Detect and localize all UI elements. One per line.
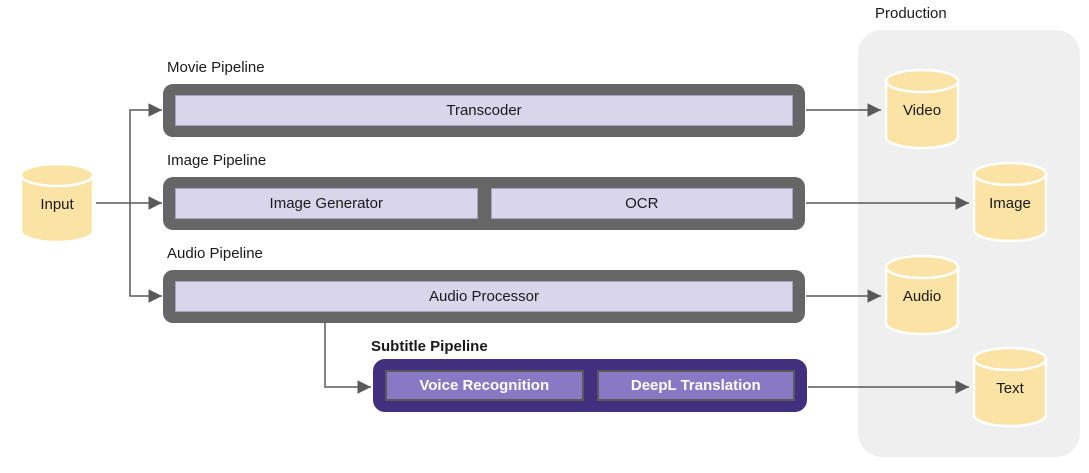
subtitle-pipeline-label: Subtitle Pipeline [371,338,488,355]
audio-label: Audio [902,288,942,305]
audio-pipeline-container: Audio Processor [163,270,805,323]
image-pipeline-container: Image Generator OCR [163,177,805,230]
movie-pipeline-container: Transcoder [163,84,805,137]
subtitle-pipeline-container: Voice Recognition DeepL Translation [373,359,807,412]
movie-pipeline-label: Movie Pipeline [167,59,265,76]
input-label: Input [40,196,74,213]
audio-datastore: Audio [883,254,961,336]
stage-ocr: OCR [490,188,793,219]
video-datastore: Video [883,68,961,150]
cylinder-icon [884,254,960,336]
video-label: Video [902,102,942,119]
stage-voice-recognition: Voice Recognition [385,370,584,401]
text-label: Text [996,380,1024,397]
arrow-input-to-movie-pipeline [129,103,162,203]
stage-audio-processor: Audio Processor [175,281,793,312]
cylinder-icon [884,68,960,150]
image-label: Image [989,195,1031,212]
image-datastore: Image [971,161,1049,243]
arrow-audio-to-subtitle [324,323,371,394]
production-label: Production [875,5,947,22]
stage-transcoder: Transcoder [175,95,793,126]
stage-deepl-translation: DeepL Translation [596,370,795,401]
cylinder-icon [19,162,95,244]
stage-image-generator: Image Generator [175,188,478,219]
input-datastore: Input [18,162,96,244]
arrow-input-to-audio-pipeline [129,203,162,303]
text-datastore: Text [971,346,1049,428]
image-pipeline-label: Image Pipeline [167,152,267,169]
audio-pipeline-label: Audio Pipeline [167,245,263,262]
cylinder-icon [972,346,1048,428]
cylinder-icon [972,161,1048,243]
